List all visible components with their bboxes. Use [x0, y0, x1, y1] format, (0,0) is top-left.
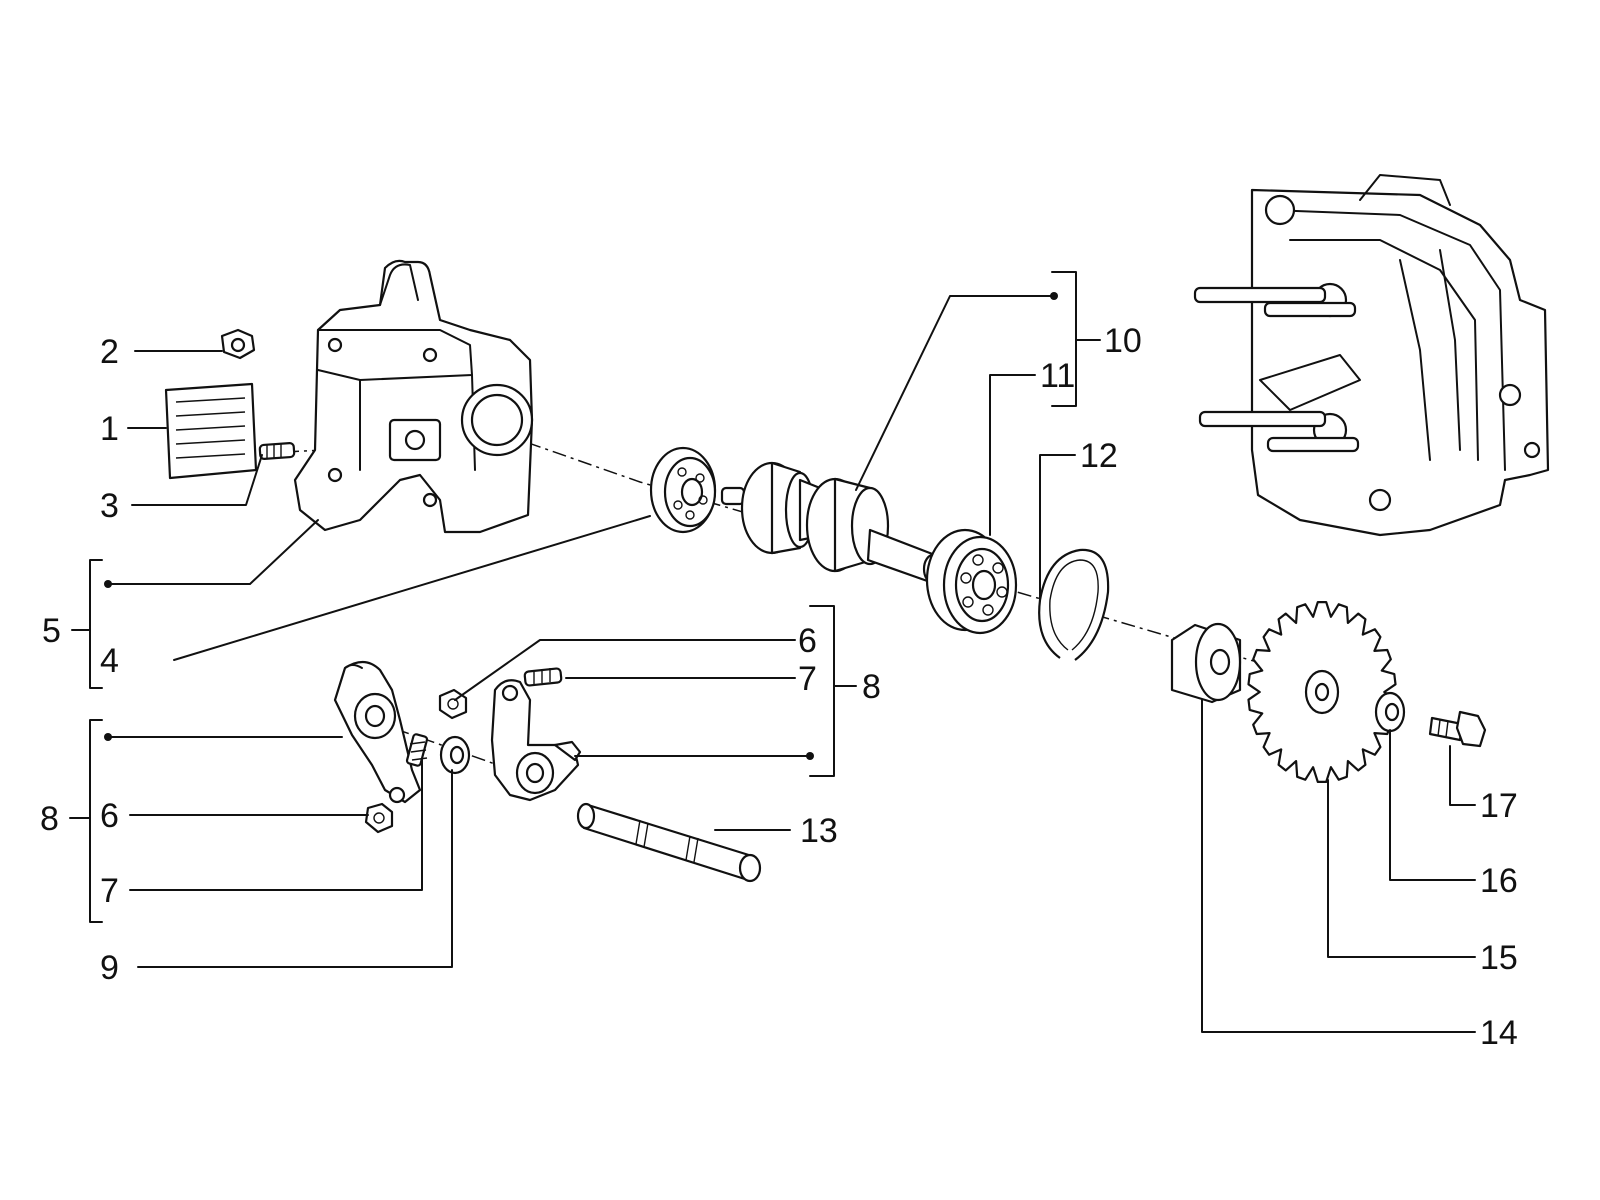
callout-label: 8	[862, 668, 881, 706]
callout-label: 2	[100, 333, 119, 371]
callout-label: 15	[1480, 939, 1518, 977]
cylinder-head-icon	[1193, 174, 1550, 537]
bushing-icon	[1170, 622, 1242, 704]
rocker-arm-icon	[333, 660, 422, 804]
stud-bolt-icon	[1193, 286, 1360, 453]
callout-label: 6	[100, 797, 119, 835]
callout-label: 3	[100, 487, 119, 525]
callout-label: 8	[40, 800, 59, 838]
callout-label: 9	[100, 949, 119, 987]
callout-labels: 2 1 3 4 5 6 7 8 8 6 7 9 10 11 12 13 14 1…	[40, 322, 1518, 1052]
washer-icon	[439, 735, 471, 775]
rocker-shaft-icon	[576, 802, 762, 883]
leader-lines	[69, 271, 1476, 1033]
camshaft-holder-icon	[293, 259, 534, 534]
callout-label: 6	[798, 622, 817, 660]
callout-label: 4	[100, 642, 119, 680]
hex-bolt-icon	[1428, 710, 1487, 748]
circlip-icon	[1038, 548, 1110, 661]
adjuster-screw-icon	[405, 733, 429, 767]
callout-label: 1	[100, 410, 119, 448]
callout-label: 10	[1104, 322, 1142, 360]
hex-nut-icon	[220, 328, 256, 360]
callout-label: 11	[1040, 357, 1075, 395]
lock-nut-icon	[364, 802, 394, 834]
rocker-arm-icon	[490, 679, 582, 802]
washer-icon	[1374, 691, 1406, 733]
ball-bearing-icon	[649, 446, 717, 534]
callout-label: 7	[100, 872, 119, 910]
camshaft-icon	[720, 461, 944, 585]
sprocket-icon	[1247, 601, 1397, 783]
callout-label: 17	[1480, 787, 1518, 825]
callout-label: 7	[798, 660, 817, 698]
ball-bearing-icon	[925, 528, 1018, 635]
set-screw-icon	[258, 442, 296, 460]
callout-label: 5	[42, 612, 61, 650]
reed-plate-icon	[164, 382, 258, 480]
callout-label: 16	[1480, 862, 1518, 900]
callout-label: 12	[1080, 437, 1118, 475]
adjuster-screw-icon	[523, 667, 563, 687]
callout-label: 13	[800, 812, 838, 850]
callout-label: 14	[1480, 1014, 1518, 1052]
